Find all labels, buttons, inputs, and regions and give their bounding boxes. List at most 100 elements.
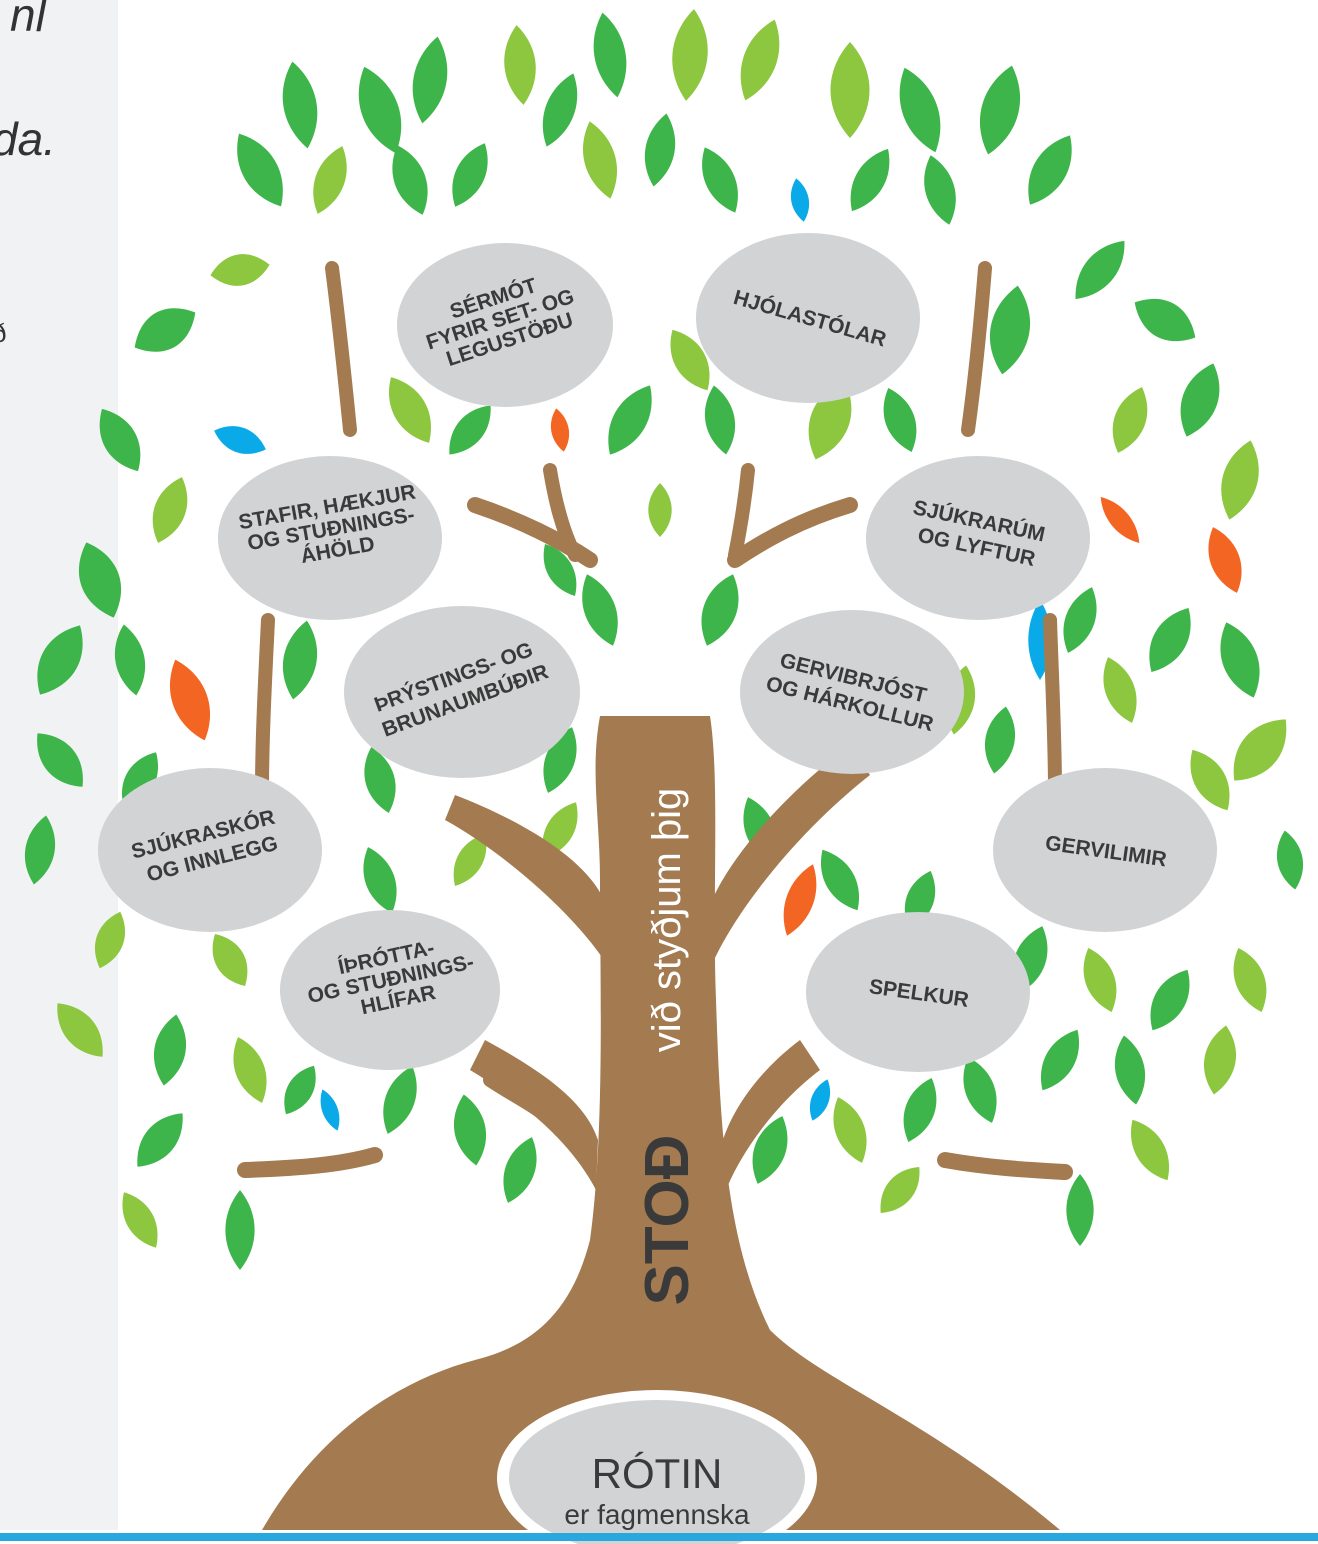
leaf xyxy=(1233,948,1267,1012)
leaf xyxy=(1083,948,1117,1012)
leaf xyxy=(449,405,491,455)
branch xyxy=(325,261,357,437)
leaf xyxy=(1233,719,1287,781)
leaf xyxy=(134,308,196,352)
leaf xyxy=(282,620,318,700)
leaf xyxy=(114,624,146,696)
trunk-subtitle: við styðjum þig xyxy=(645,788,689,1053)
leaf xyxy=(543,544,577,596)
leaf xyxy=(320,1089,340,1131)
leaf xyxy=(225,1190,255,1270)
leaf xyxy=(452,143,488,207)
leaf xyxy=(550,408,570,452)
leaf xyxy=(830,42,870,138)
leaf xyxy=(740,19,780,101)
leaf xyxy=(542,73,578,147)
leaf xyxy=(1203,1025,1237,1095)
leaf xyxy=(1131,1119,1169,1181)
leaf xyxy=(783,864,817,936)
category-bubble: ÍÞRÓTTA- OG STUÐNINGS- HLÍFAR xyxy=(280,910,500,1070)
leaf xyxy=(152,477,188,543)
leaf xyxy=(704,385,736,455)
leaf xyxy=(1208,527,1242,593)
leaf xyxy=(790,178,810,222)
category-bubble: SÉRMÓT FYRIR SET- OG LEGUSTÖÐU xyxy=(397,243,613,407)
leaf xyxy=(313,146,347,214)
text-fragment: da. xyxy=(0,113,56,165)
leaf xyxy=(1190,749,1230,811)
leaf xyxy=(899,67,941,153)
leaf xyxy=(543,727,577,793)
leaf xyxy=(1063,587,1097,653)
branch xyxy=(728,463,755,562)
leaf xyxy=(363,847,397,913)
leaf xyxy=(24,815,56,885)
leaf xyxy=(1066,1174,1094,1246)
branch xyxy=(255,613,275,797)
leaf xyxy=(453,834,487,886)
leaf xyxy=(37,733,83,787)
leaf xyxy=(358,66,402,154)
leaf xyxy=(1075,240,1125,300)
leaf xyxy=(153,1014,187,1086)
leaf xyxy=(963,1057,997,1123)
leaf xyxy=(1220,622,1260,698)
category-bubbles: SÉRMÓT FYRIR SET- OG LEGUSTÖÐU HJÓLASTÓL… xyxy=(98,233,1217,1072)
branch xyxy=(237,1147,383,1178)
leaf xyxy=(670,329,710,391)
branch xyxy=(937,1152,1073,1180)
trunk-title: STOÐ xyxy=(633,1134,702,1305)
leaf xyxy=(980,65,1020,155)
leaf xyxy=(57,1003,103,1057)
leaf xyxy=(1134,298,1196,342)
leaf xyxy=(1149,607,1191,673)
leaf xyxy=(78,542,122,618)
leaf xyxy=(1114,1035,1146,1105)
leaf xyxy=(453,1094,487,1166)
leaf xyxy=(210,254,270,286)
branches-group xyxy=(237,261,1073,1530)
leaf xyxy=(284,1065,316,1115)
tree-trunk xyxy=(262,716,1060,1530)
leaf xyxy=(383,1066,417,1134)
root-title: RÓTIN xyxy=(592,1450,723,1497)
leaf xyxy=(212,934,248,986)
branch xyxy=(543,463,582,562)
leaf xyxy=(99,408,141,472)
root-bubble: RÓTIN er fagmennska xyxy=(497,1390,817,1544)
category-bubble: SPELKUR xyxy=(806,912,1030,1072)
leaf xyxy=(1028,135,1072,205)
leaf xyxy=(850,148,890,212)
leaf xyxy=(412,36,448,124)
leaf xyxy=(883,388,917,452)
leaf xyxy=(122,1192,158,1248)
category-bubble: GERVIBRJÓST OG HÁRKOLLUR xyxy=(740,610,964,774)
branch xyxy=(961,261,992,437)
root-subtitle: er fagmennska xyxy=(564,1499,750,1530)
leaf xyxy=(95,911,125,969)
leaf xyxy=(582,574,618,646)
branch xyxy=(1043,613,1062,797)
branch xyxy=(712,745,870,960)
text-fragment: nl xyxy=(10,0,46,41)
category-bubble: STAFIR, HÆKJUR OG STUÐNINGS- ÁHÖLD xyxy=(218,456,442,620)
leaf xyxy=(833,1097,867,1163)
leaf xyxy=(644,113,676,187)
leaf xyxy=(364,747,396,813)
leaf xyxy=(924,155,956,225)
branch xyxy=(720,1040,820,1200)
leaf xyxy=(282,61,318,149)
leaf xyxy=(1221,440,1259,520)
leaf xyxy=(809,1079,831,1121)
leaf xyxy=(583,121,617,199)
leaf xyxy=(1150,969,1190,1031)
leaf xyxy=(1103,657,1137,723)
leaf xyxy=(389,377,431,443)
category-bubble: HJÓLASTÓLAR xyxy=(696,233,920,403)
leaves-group xyxy=(24,9,1303,1270)
leaf xyxy=(821,849,859,911)
category-bubble: SJÚKRARÚM OG LYFTUR xyxy=(866,456,1090,620)
leaf xyxy=(169,659,211,741)
leaf xyxy=(752,1116,788,1184)
